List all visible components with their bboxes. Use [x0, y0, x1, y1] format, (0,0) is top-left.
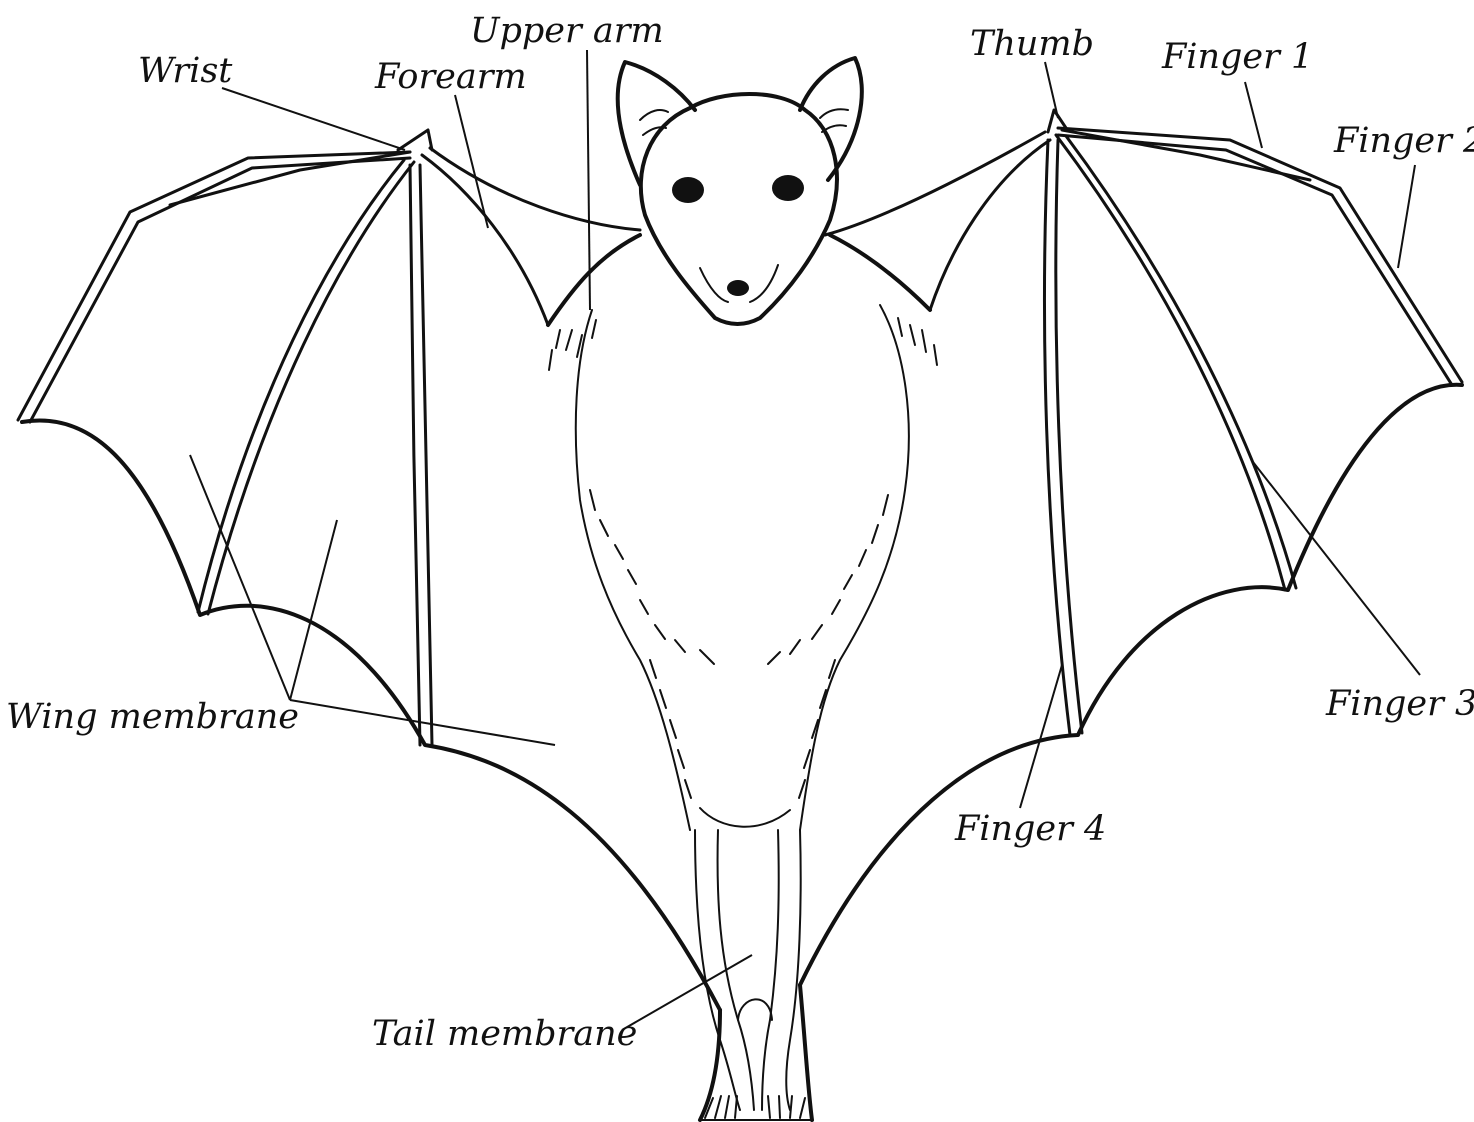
label-tail-membrane: Tail membrane [372, 1014, 637, 1054]
fur-strokes [549, 318, 937, 798]
left-thumb [398, 130, 432, 150]
label-wrist: Wrist [138, 51, 233, 91]
right-tail-membrane-edge [800, 985, 812, 1120]
label-wing-membrane: Wing membrane [6, 697, 299, 737]
body-outline-right [800, 305, 909, 830]
leader-wing-membrane-2 [290, 520, 337, 700]
left-forearm [422, 155, 548, 325]
leader-tail-membrane [622, 955, 752, 1030]
left-ear [618, 62, 695, 185]
right-wing [800, 110, 1462, 985]
feet [700, 1096, 810, 1120]
legs-and-tail [695, 830, 812, 1120]
left-finger-4 [410, 165, 420, 745]
right-forearm-b [825, 132, 1045, 235]
left-leg-inner [718, 830, 754, 1110]
leader-wrist [222, 88, 405, 150]
right-forearm [930, 140, 1050, 310]
right-finger-2 [1058, 135, 1452, 385]
right-finger-3 [1056, 135, 1285, 590]
bat-body [549, 305, 937, 830]
label-upper-arm: Upper arm [470, 11, 664, 51]
label-finger-3: Finger 3 [1325, 684, 1474, 724]
body-outline-left [576, 310, 690, 830]
right-finger-3b [1066, 136, 1296, 588]
left-finger-4b [420, 165, 432, 745]
tail-tip [738, 999, 772, 1020]
right-finger-1 [1058, 128, 1462, 382]
label-thumb: Thumb [970, 24, 1094, 64]
left-finger-3b [208, 162, 414, 614]
label-finger-4: Finger 4 [954, 809, 1106, 849]
right-upper-arm [830, 235, 930, 310]
label-forearm: Forearm [374, 57, 527, 97]
leader-finger-1 [1245, 82, 1262, 148]
leader-forearm [455, 95, 488, 228]
right-leg-inner [762, 830, 779, 1110]
bat-head [618, 58, 862, 324]
right-eye [772, 175, 804, 201]
label-finger-1: Finger 1 [1161, 37, 1313, 77]
right-leg-outer [786, 830, 800, 1110]
leader-finger-2 [1398, 165, 1415, 268]
leader-wing-membrane-1 [190, 455, 290, 700]
label-finger-2: Finger 2 [1333, 121, 1474, 161]
left-wing [18, 130, 720, 1010]
left-eye [672, 177, 704, 203]
leader-thumb [1045, 62, 1058, 118]
nose [727, 280, 749, 296]
left-upper-arm [548, 235, 640, 325]
right-ear [800, 58, 862, 180]
